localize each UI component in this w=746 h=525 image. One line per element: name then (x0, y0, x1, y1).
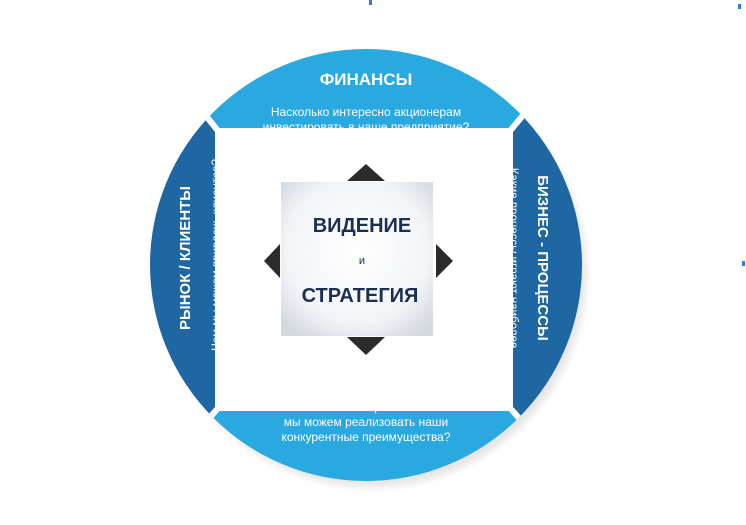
center-vision: ВИДЕНИЕ (313, 215, 412, 237)
learning-question-line2: мы можем реализовать наши (284, 415, 448, 429)
edge-marker (738, 4, 741, 9)
learning-question-line3: конкурентные преимущества? (281, 430, 450, 444)
edge-marker (742, 261, 745, 266)
learning-title: ОБУЧЕНИЕ / РАЗВИТИЕ (284, 367, 449, 383)
finance-question-line2: инвестировать в наше предприятие? (263, 120, 470, 134)
processes-question-line2: важную роль при рализации наших (493, 163, 505, 352)
processes-question-line3: конкурентных преимуществ? (479, 180, 491, 335)
segment-market (150, 49, 221, 481)
center-square (277, 178, 437, 340)
finance-title: ФИНАНСЫ (320, 70, 412, 89)
market-question-line3: преимущества? (239, 213, 251, 298)
processes-question-line1: Какие процессы играют наиболее (507, 168, 519, 349)
market-title: РЫНОК / КЛИЕНТЫ (177, 186, 194, 330)
arrow-left-icon (264, 244, 280, 278)
learning-question-line1: За счет каких нематериальных активов (256, 400, 475, 414)
edge-marker (369, 0, 372, 5)
center-conjunction: и (359, 255, 365, 267)
segment-processes (507, 49, 582, 481)
market-question-line2: В чем наши конкурентные (225, 185, 237, 325)
arrow-up-icon (347, 164, 385, 181)
finance-question-line1: Насколько интересно акционерам (271, 105, 461, 119)
processes-title: БИЗНЕС - ПРОЦЕССЫ (534, 175, 551, 341)
arrow-right-icon (436, 244, 453, 278)
arrow-down-icon (347, 337, 385, 355)
market-question-line1: Чем мы можем привлечь клиентов? (211, 159, 223, 351)
center-strategy: СТРАТЕГИЯ (302, 285, 419, 307)
